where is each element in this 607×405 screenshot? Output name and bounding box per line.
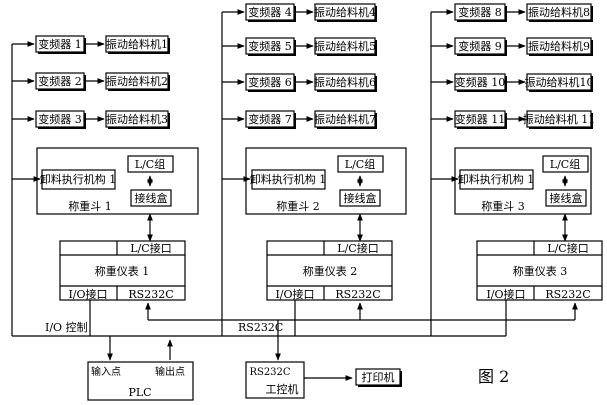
vfd-2: 变频器 2 — [35, 72, 86, 91]
feeder-10: 振动给料机10 — [525, 73, 594, 92]
plc: 输入点 输出点 PLC — [87, 361, 194, 401]
hopper-3-junction: 接线盒 — [550, 191, 583, 205]
feeder-9-label: 振动给料机9 — [528, 39, 590, 53]
hopper-1-junction: 接线盒 — [135, 191, 168, 205]
vfd-11: 变频器 11 — [454, 110, 507, 129]
feeder-3: 振动给料机3 — [105, 110, 170, 129]
feeder-4: 振动给料机4 — [314, 3, 377, 22]
instrument-1: L/C接口 称重仪表 1 I/O接口 RS232C — [59, 240, 186, 301]
plc-input-label: 输入点 — [91, 365, 121, 378]
industrial-pc: RS232C 工控机 — [245, 361, 305, 399]
vfd-5-label: 变频器 5 — [248, 39, 292, 53]
instrument-2-io-port: I/O接口 — [275, 288, 314, 301]
feeder-4-label: 振动给料机4 — [314, 5, 376, 19]
vfd-1-label: 变频器 1 — [38, 37, 82, 51]
feeder-11-label: 振动给料机 11 — [523, 112, 596, 126]
vfd-4: 变频器 4 — [245, 3, 296, 22]
hopper-1: 卸料执行机构 1 L/C组 接线盒 称重斗 1 — [36, 147, 199, 215]
vfd-7-label: 变频器 7 — [248, 112, 292, 126]
hopper-2-junction: 接线盒 — [344, 191, 377, 205]
feeder-9: 振动给料机9 — [526, 37, 593, 56]
vfd-6: 变频器 6 — [245, 73, 296, 92]
feeder-5-label: 振动给料机5 — [314, 39, 376, 53]
hopper-3-actuator: 卸料执行机构 1 — [458, 172, 535, 186]
hopper-1-actuator: 卸料执行机构 1 — [40, 172, 117, 186]
instrument-1-name: 称重仪表 1 — [95, 264, 150, 278]
vfd-7: 变频器 7 — [245, 110, 296, 129]
feeder-7: 振动给料机7 — [314, 110, 377, 129]
feeder-2: 振动给料机2 — [105, 72, 170, 91]
io-bus-label: I/O 控制 — [45, 320, 88, 334]
vfd-8-label: 变频器 8 — [458, 5, 502, 19]
rs232-bus: RS232C — [148, 319, 575, 361]
hopper-1-lc-group: L/C组 — [135, 157, 165, 171]
instrument-3-name: 称重仪表 3 — [513, 264, 568, 278]
vfd-10-label: 变频器 10 — [455, 75, 506, 89]
instrument-2-lc-port: L/C接口 — [337, 242, 378, 255]
vfd-6-label: 变频器 6 — [248, 75, 292, 89]
figure-label: 图 2 — [478, 367, 509, 386]
hopper-3-name: 称重斗 3 — [481, 199, 525, 213]
instrument-2: L/C接口 称重仪表 2 I/O接口 RS232C — [266, 240, 393, 301]
feeder-3-label: 振动给料机3 — [106, 112, 168, 126]
vfd-3-label: 变频器 3 — [38, 112, 82, 126]
vfd-9: 变频器 9 — [454, 37, 507, 56]
hopper-2-actuator: 卸料执行机构 1 — [250, 172, 327, 186]
vfd-1: 变频器 1 — [35, 35, 86, 54]
group-2: 变频器 4 振动给料机4 变频器 5 振动给料机5 变频器 6 振 — [221, 3, 407, 336]
vfd-10: 变频器 10 — [454, 73, 507, 92]
feeder-6: 振动给料机6 — [314, 73, 377, 92]
feeder-10-label: 振动给料机10 — [525, 75, 594, 89]
printer-label: 打印机 — [362, 370, 395, 384]
vfd-9-label: 变频器 9 — [458, 39, 502, 53]
instrument-1-rs232: RS232C — [128, 288, 173, 301]
io-control-bus: I/O 控制 — [12, 320, 506, 361]
hopper-2-name: 称重斗 2 — [276, 199, 320, 213]
instrument-3-lc-port: L/C接口 — [547, 242, 588, 255]
vfd-4-label: 变频器 4 — [248, 5, 292, 19]
feeder-1-label: 振动给料机1 — [106, 37, 168, 51]
hopper-3-lc-group: L/C组 — [550, 157, 580, 171]
plc-output-label: 输出点 — [155, 365, 185, 378]
instrument-3: L/C接口 称重仪表 3 I/O接口 RS232C — [476, 240, 603, 301]
feeder-8: 振动给料机8 — [526, 3, 593, 22]
group-3: 变频器 8 振动给料机8 变频器 9 振动给料机9 变频器 10 — [430, 3, 603, 336]
printer: 打印机 — [355, 368, 402, 387]
feeder-5: 振动给料机5 — [314, 37, 377, 56]
hopper-1-name: 称重斗 1 — [68, 199, 112, 213]
feeder-1: 振动给料机1 — [105, 35, 170, 54]
rs232-bus-label: RS232C — [238, 321, 283, 334]
instrument-2-rs232: RS232C — [335, 288, 380, 301]
hopper-2: 卸料执行机构 1 L/C组 接线盒 称重斗 2 — [245, 147, 407, 215]
vfd-5: 变频器 5 — [245, 37, 296, 56]
feeder-2-label: 振动给料机2 — [106, 74, 168, 88]
plc-name: PLC — [128, 386, 151, 399]
instrument-1-io-port: I/O接口 — [68, 288, 107, 301]
vfd-3: 变频器 3 — [35, 110, 86, 129]
hopper-3: 卸料执行机构 1 L/C组 接线盒 称重斗 3 — [454, 147, 592, 215]
instrument-3-io-port: I/O接口 — [486, 288, 525, 301]
feeder-11: 振动给料机 11 — [523, 110, 596, 129]
instrument-3-rs232: RS232C — [545, 288, 590, 301]
ipc-rs232: RS232C — [249, 367, 290, 378]
instrument-1-lc-port: L/C接口 — [130, 242, 171, 255]
group-1: 变频器 1 振动给料机1 变频器 2 振动给料机2 变频器 3 — [11, 35, 199, 336]
feeder-6-label: 振动给料机6 — [314, 75, 376, 89]
feeder-7-label: 振动给料机7 — [314, 112, 376, 126]
vfd-2-label: 变频器 2 — [38, 74, 82, 88]
feeder-8-label: 振动给料机8 — [528, 5, 590, 19]
instrument-2-name: 称重仪表 2 — [303, 264, 358, 278]
vfd-8: 变频器 8 — [454, 3, 507, 22]
hopper-2-lc-group: L/C组 — [345, 157, 375, 171]
ipc-name: 工控机 — [266, 382, 299, 396]
vfd-11-label: 变频器 11 — [455, 112, 506, 126]
